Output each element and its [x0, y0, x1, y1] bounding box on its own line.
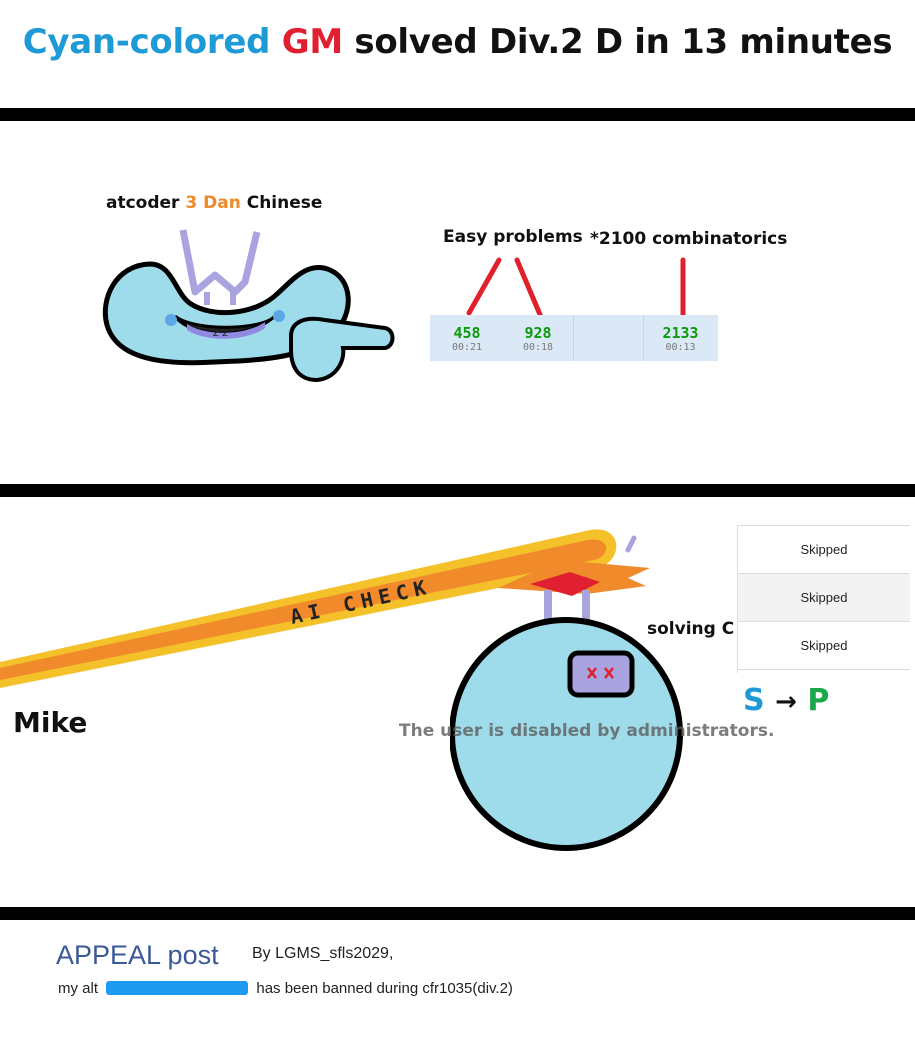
score-cell-a: 458 00:21: [430, 315, 504, 361]
score-points: 928: [524, 324, 552, 342]
mike-label: Mike: [13, 706, 88, 739]
appeal-line-end: has been banned during cfr1035(div.2): [256, 980, 513, 997]
appeal-author: By LGMS_sfls2029,: [252, 945, 394, 962]
score-points: 2133: [662, 324, 699, 342]
score-points: 458: [453, 324, 481, 342]
score-time: 00:18: [522, 342, 554, 353]
score-time: 00:21: [451, 342, 483, 353]
transition-from: S: [743, 683, 765, 718]
title-rest: solved Div.2 D in 13 minutes: [354, 22, 893, 62]
verdict-row: Skipped: [738, 574, 910, 622]
disabled-user-notice: The user is disabled by administrators.: [399, 721, 775, 741]
cyan-character-drawing: z z: [102, 229, 395, 383]
divider-middle: [0, 484, 915, 497]
face-panel: [567, 650, 635, 698]
divider-top: [0, 108, 915, 121]
score-cell-b: 928 00:18: [504, 315, 572, 361]
score-cell-c: [573, 315, 643, 361]
appeal-line-start: my alt: [58, 980, 99, 997]
score-cell-d: 2133 00:13: [643, 315, 718, 361]
ai-check-beam: AI CHECK: [0, 529, 650, 688]
combinatorics-label: *2100 combinatorics: [590, 229, 788, 249]
solving-c-label: solving C: [647, 619, 735, 639]
appeal-body: my alt has been banned during cfr1035(di…: [58, 980, 513, 997]
transition-arrow: →: [775, 687, 797, 717]
redacted-username-scribble: [106, 981, 249, 995]
caption-chinese: Chinese: [246, 193, 323, 213]
verdict-list: Skipped Skipped Skipped: [737, 525, 910, 673]
caption-atcoder: atcoder: [106, 193, 180, 213]
score-time: 00:13: [665, 342, 696, 353]
divider-bottom: [0, 907, 915, 920]
title-cyan-word: Cyan-colored: [22, 22, 271, 62]
pointing-hand: [289, 316, 395, 383]
svg-text:z z: z z: [213, 326, 228, 339]
character-body: [102, 261, 351, 366]
caption-rank: 3 Dan: [185, 193, 241, 213]
appeal-post-link[interactable]: APPEAL post: [56, 940, 219, 970]
character-antenna: [179, 229, 261, 296]
verdict-row: Skipped: [738, 526, 910, 574]
page-title: Cyan-colored GM solved Div.2 D in 13 min…: [0, 22, 915, 62]
easy-problems-label: Easy problems: [443, 227, 583, 247]
verdict-row: Skipped: [738, 622, 910, 670]
red-pointer-lines: [466, 257, 686, 320]
atcoder-caption: atcoder 3 Dan Chinese: [106, 193, 322, 213]
title-gm-word: GM: [281, 22, 343, 62]
scoreboard-row: 458 00:21 928 00:18 2133 00:13: [430, 315, 718, 361]
disabled-user-drawing: [450, 590, 683, 851]
transition-to: P: [807, 683, 830, 718]
status-transition: S → P: [743, 683, 829, 718]
